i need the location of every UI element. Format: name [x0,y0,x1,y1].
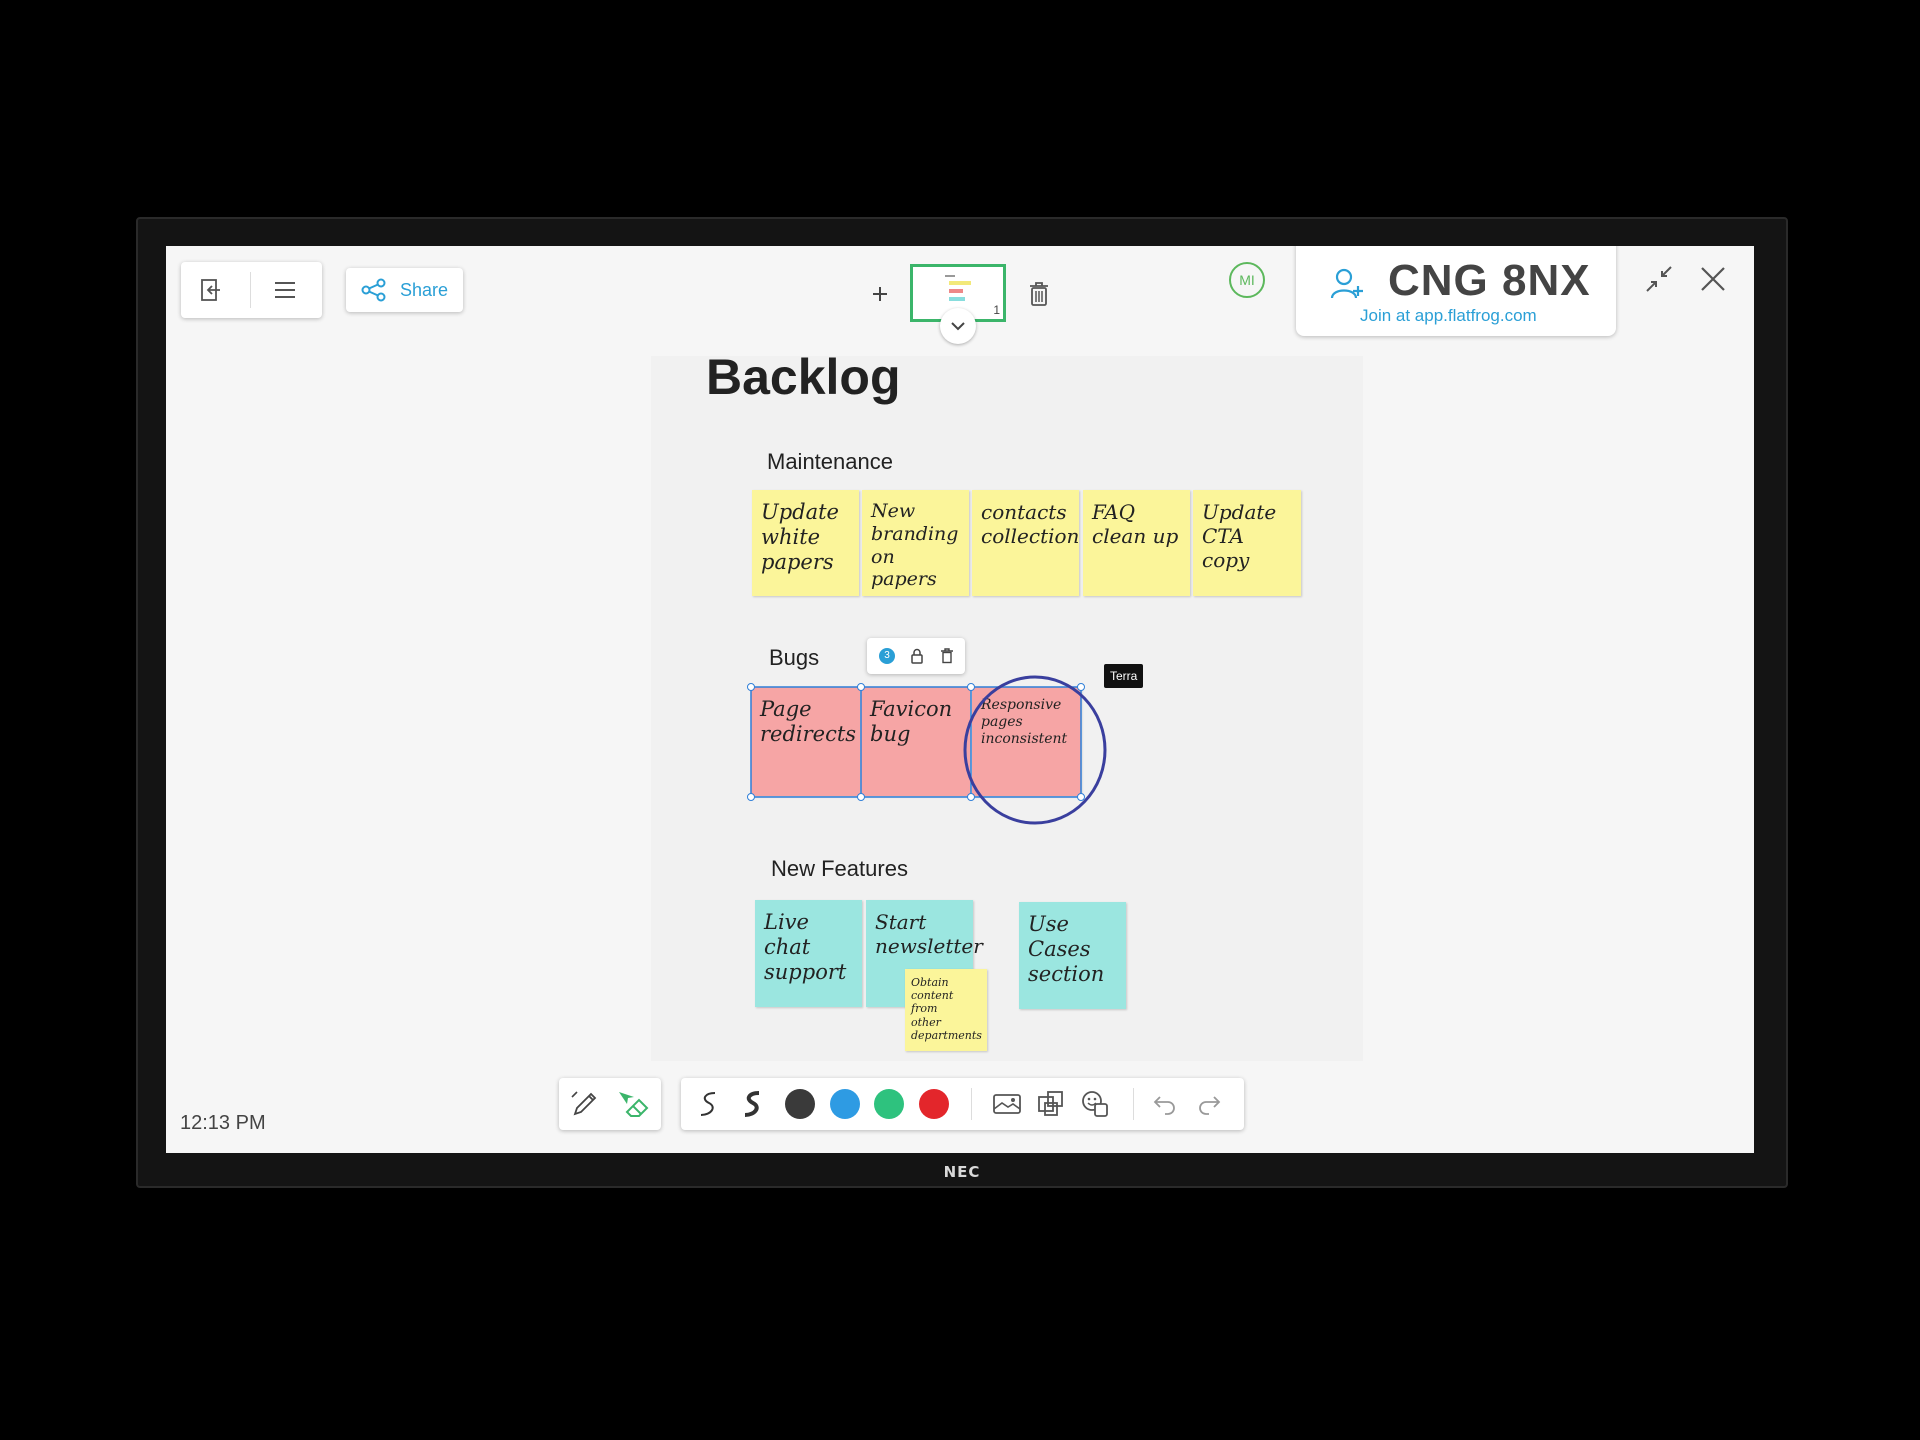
select-eraser-icon [619,1092,649,1117]
sticky-note[interactable]: New branding on papers [862,490,969,596]
close-button[interactable] [1694,260,1732,298]
image-icon [993,1094,1021,1114]
hamburger-icon [275,282,295,298]
redo-button[interactable] [1193,1088,1225,1120]
sticky-note[interactable]: Page redirects [751,687,860,796]
resize-handle[interactable] [1077,793,1085,801]
selection-count-badge: 3 [879,648,895,664]
thick-pen-button[interactable] [735,1086,771,1122]
exit-button[interactable] [191,270,231,310]
resize-handle[interactable] [857,683,865,691]
minimize-button[interactable] [1640,260,1678,298]
exit-icon [201,279,220,301]
color-red-swatch[interactable] [919,1089,949,1119]
user-avatar[interactable]: MI [1229,262,1265,298]
collapse-icon [1646,266,1672,292]
section-new-features-label: New Features [771,856,908,881]
sticky-note[interactable]: Update white papers [752,490,859,596]
sticky-note[interactable]: FAQ clean up [1083,490,1190,596]
insert-image-button[interactable] [989,1086,1025,1122]
share-icon [361,278,386,302]
page-number: 1 [993,303,1000,317]
thin-pen-button[interactable] [691,1086,727,1122]
menu-button[interactable] [265,270,305,310]
sticky-note-small[interactable]: Obtain content from other departments [905,969,987,1051]
toolbar-divider [971,1088,972,1120]
join-text: Join at app.flatfrog.com [1360,306,1537,325]
thin-stroke-icon [700,1092,716,1116]
display-brand: NEC [943,1163,981,1181]
insert-sticker-button[interactable] [1077,1086,1113,1122]
section-maintenance-label: Maintenance [767,449,893,474]
chevron-down-icon [951,322,965,331]
redo-icon [1199,1096,1221,1115]
resize-handle[interactable] [747,793,755,801]
sticky-note[interactable]: contacts collection [972,490,1079,596]
select-eraser-tool-button[interactable] [613,1086,653,1122]
sticky-note[interactable]: Responsive pages inconsistent [972,687,1081,796]
resize-handle[interactable] [857,793,865,801]
resize-handle[interactable] [967,683,975,691]
drawing-toolbar [681,1078,1244,1130]
page-expand-button[interactable] [940,308,976,344]
delete-page-button[interactable] [1025,278,1053,310]
whiteboard-screen: Share 1 MI CNG 8NX Join at app.flatfrog.… [166,246,1754,1153]
session-card: CNG 8NX Join at app.flatfrog.com [1296,246,1616,336]
selection-count: 3 [884,650,890,661]
color-blue-swatch[interactable] [830,1089,860,1119]
thick-stroke-icon [744,1091,760,1117]
share-label: Share [400,280,449,300]
undo-icon [1153,1096,1175,1115]
remote-cursor-label: Terra [1104,664,1144,688]
thumbnail-preview [945,275,975,305]
close-icon [1701,267,1725,291]
sticky-notes-icon [1038,1091,1063,1116]
delete-selection-button[interactable] [935,644,959,668]
toolbar-divider [250,272,251,308]
selection-toolbar: 3 [867,638,965,674]
resize-handle[interactable] [747,683,755,691]
lock-icon [911,648,923,664]
sticky-note[interactable]: Live chat support [755,900,862,1007]
section-bugs-label: Bugs [769,645,820,670]
drawn-circle [963,675,1107,825]
pen-tool-button[interactable] [567,1086,603,1122]
color-green-swatch[interactable] [874,1089,904,1119]
toolbar-divider [1133,1088,1134,1120]
board-title: Backlog [706,349,901,405]
sticker-icon [1082,1091,1108,1117]
resize-handle[interactable] [1077,683,1085,691]
add-user-icon [1330,268,1363,299]
sticky-note[interactable]: Use Cases section [1019,902,1126,1009]
plus-icon [873,287,887,301]
sticky-note[interactable]: Favicon bug [861,687,970,796]
trash-icon [1030,282,1048,306]
clock: 12:13 PM [180,1112,266,1134]
sticky-note[interactable]: Update CTA copy [1193,490,1301,596]
share-button[interactable]: Share [346,268,463,312]
top-left-toolbar [181,262,322,318]
color-black-swatch[interactable] [785,1089,815,1119]
trash-icon [941,648,953,664]
lock-button[interactable] [905,644,929,668]
session-code: CNG 8NX [1388,256,1591,305]
tool-selector [559,1078,661,1130]
user-initials: MI [1239,272,1255,288]
insert-note-button[interactable] [1033,1086,1069,1122]
pen-icon [571,1091,597,1116]
undo-button[interactable] [1149,1088,1181,1120]
add-page-button[interactable] [866,280,894,308]
resize-handle[interactable] [967,793,975,801]
